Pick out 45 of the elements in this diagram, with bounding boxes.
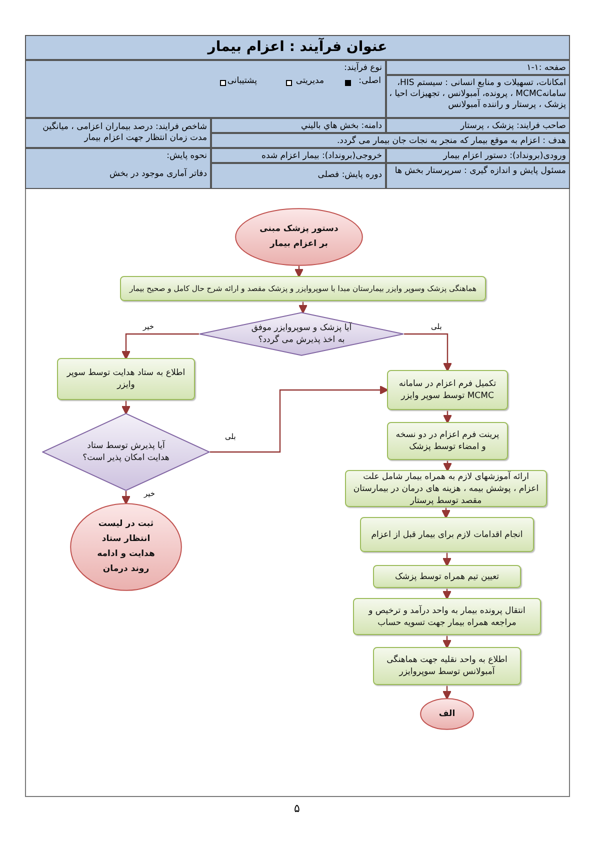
arrow — [442, 507, 450, 518]
terminal-ellipse: ثبت در لیست انتظار ستاد هدایت و ادامه روند درمان — [70, 503, 182, 591]
decision-diamond: آیا پذیرش توسط ستاد هدایت امکان پذیر است؟ — [42, 413, 210, 491]
arrow — [298, 301, 308, 314]
process-box: اطلاع به ستاد هدایت توسط سوپر وایزر — [57, 358, 195, 400]
cell-text: خروجی(برونداد): بیمار اعزام شده — [262, 151, 382, 162]
arrow — [122, 491, 130, 504]
page-number: ۵ — [293, 802, 301, 815]
arrow — [442, 685, 452, 700]
process-box: ارائه آموزشهای لازم به همراه بیمار شامل علت اعزام ، پوشش بیمه ، هزینه های درمان در بیمارستان مقصد توسط پرستار — [345, 470, 547, 507]
title-bar: عنوان فرآیند : اعزام بیمار — [25, 35, 570, 60]
arrow — [443, 410, 452, 424]
cell-text: نوع فرآیند: — [344, 63, 382, 74]
arrow — [210, 386, 388, 453]
cell-text: مسئول پایش و اندازه گیری : سرپرستار بخش ها — [394, 166, 566, 177]
process-box: تعیین تیم همراه توسط پزشک — [373, 565, 521, 588]
cell-text: نحوه پایش: — [166, 151, 207, 162]
process-box: پرینت فرم اعزام در دو نسخه و امضاء توسط پزشک — [387, 422, 508, 460]
cell-text: مدیریتی — [296, 76, 324, 87]
arrow — [442, 635, 452, 648]
cell-text: دامنه: بخش هاي باليني — [301, 121, 382, 132]
decision-diamond: آیا پزشک و سوپروایزر موفق به اخذ پذیرش می گردد؟ — [199, 312, 404, 356]
process-box: تکمیل فرم اعزام در سامانه MCMC توسط سوپر وایزر — [387, 370, 508, 410]
cell-text: هدف : اعزام به موقع بیمار که منجر به نجات جان بیمار می گردد. — [336, 136, 566, 147]
cell-text: ورودی(برونداد): دستور اعزام بیمار — [443, 151, 566, 162]
cell-text: پشتیبانی — [227, 76, 257, 87]
cell-text: دوره پایش: فصلی — [318, 170, 382, 181]
cell-text: صاحب فرایند: پزشک ، پرستار — [460, 121, 566, 132]
cell-text: شاخص فرایند: درصد بیماران اعزامی ، میانگین مدت زمان انتظار جهت اعزام بیمار — [42, 122, 207, 144]
cell-text: صفحه :۱-۱ — [526, 63, 566, 74]
cell-text: اصلی: — [358, 76, 381, 87]
arrow — [442, 552, 452, 566]
process-box: اطلاع به واحد نقلیه جهت هماهنگی آمبولانس توسط سوپروایزر — [373, 647, 521, 685]
arrow — [443, 460, 452, 472]
cell-text: دفاتر آماری موجود در بخش — [109, 169, 207, 180]
arrow — [442, 588, 452, 600]
arrow — [404, 333, 452, 372]
arrow — [294, 266, 304, 278]
terminal-ellipse: الف — [420, 698, 474, 730]
arrow — [122, 400, 130, 414]
terminal-ellipse: دستور پزشک مبنی بر اعزام بیمار — [235, 208, 363, 266]
cell-text: امکانات، تسهیلات و منابع انسانی : سیستم HIS، سامانهMCMC ، پرونده، آمبولانس ، تجهیزات احیا ، پزشک ، پرستار و راننده آمبولانس — [388, 78, 566, 111]
arrow — [122, 333, 199, 360]
process-box: انتقال پرونده بیمار به واحد درآمد و ترخیص و مراجعه همراه بیمار جهت تسویه حساب — [353, 598, 541, 635]
process-box: انجام اقدامات لازم برای بیمار قبل از اعزام — [360, 517, 534, 552]
